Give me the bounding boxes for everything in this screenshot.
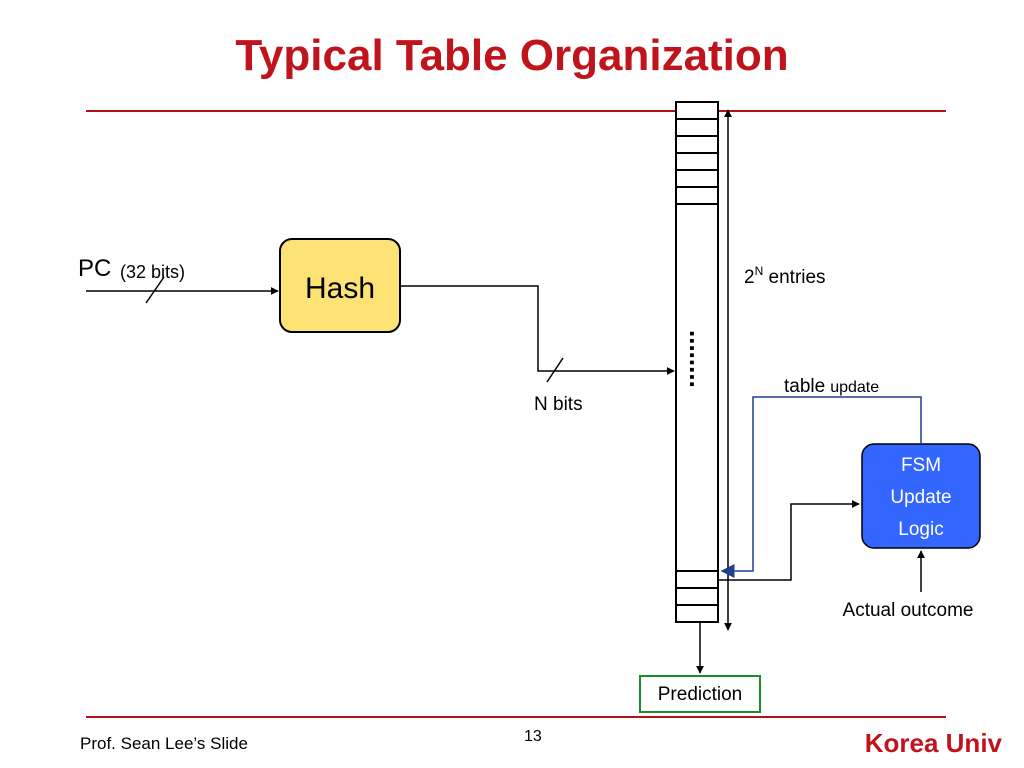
table-top-entries	[676, 118, 718, 205]
fsm-line-1: FSM	[901, 455, 941, 476]
index-bus-slash	[546, 357, 564, 383]
pc-label: PC	[78, 255, 111, 282]
pc-bits-label: (32 bits)	[120, 262, 185, 282]
title-divider	[86, 110, 946, 112]
fsm-line-3: Logic	[898, 519, 943, 540]
actual-outcome-label: Actual outcome	[843, 600, 974, 621]
page-number: 13	[524, 728, 542, 745]
table-update-label: table update	[784, 376, 879, 397]
table-update-arrow	[720, 396, 922, 578]
slide-title: Typical Table Organization	[235, 31, 789, 80]
entries-base: 2	[744, 267, 755, 288]
entry-to-fsm-arrow	[718, 500, 860, 581]
table-update-sub: update	[830, 379, 879, 396]
prediction-table	[675, 101, 719, 623]
prediction-label: Prediction	[658, 684, 743, 705]
footer-institution: Korea Univ	[864, 728, 1002, 758]
fsm-line-2: Update	[890, 487, 951, 508]
footer-author: Prof. Sean Lee’s Slide	[80, 734, 248, 753]
table-update-word: table	[784, 376, 825, 397]
footer-divider	[86, 716, 946, 718]
entries-label: 2N entries	[744, 264, 826, 288]
table-bottom-entries	[676, 570, 718, 606]
entries-exponent: N	[755, 264, 764, 278]
pc-bus-slash	[145, 276, 165, 304]
entries-text: entries	[763, 267, 825, 288]
table-ellipsis: ........	[684, 330, 714, 388]
prediction-box	[639, 675, 761, 713]
hash-to-table-arrow	[400, 285, 675, 375]
hash-label: Hash	[305, 272, 375, 305]
n-bits-label: N bits	[534, 394, 583, 415]
